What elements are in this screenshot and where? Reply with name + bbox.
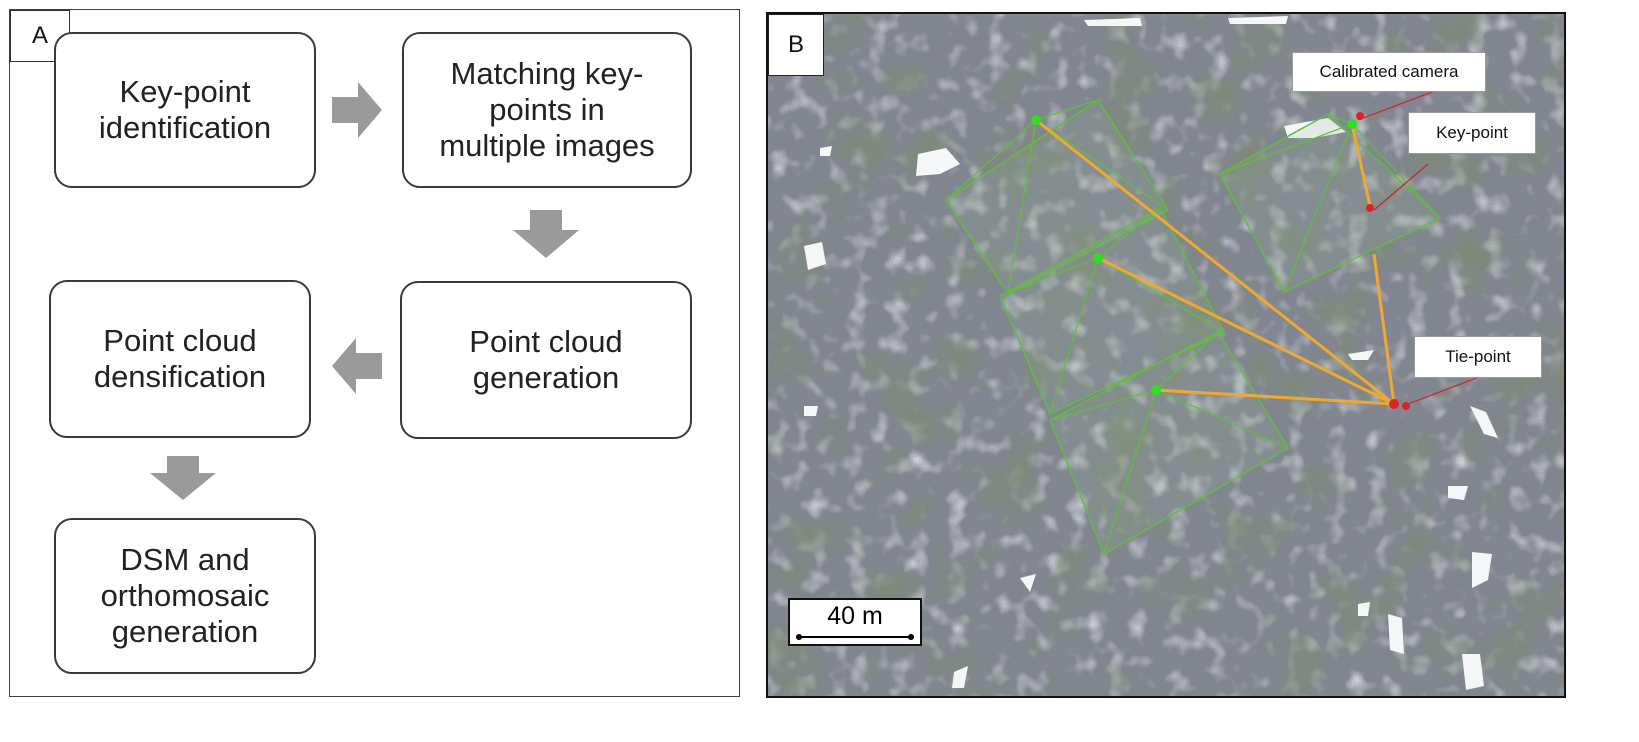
step-matching-key-points: Matching key- points in multiple images: [402, 32, 692, 188]
key-point-markers: [1356, 112, 1410, 410]
scale-bar-label: 40 m: [827, 602, 883, 630]
arrow-down-icon: [513, 210, 579, 258]
step-key-point-identification: Key-point identification: [54, 32, 316, 188]
panel-b-label: B: [768, 14, 824, 76]
step-dsm-orthomosaic-generation: DSM and orthomosaic generation: [54, 518, 316, 674]
panel-b-aerial-image: B Calibrated camera Key-point Tie-point …: [766, 12, 1566, 698]
step-point-cloud-generation: Point cloud generation: [400, 281, 692, 439]
step-point-cloud-densification: Point cloud densification: [49, 280, 311, 438]
arrow-down-icon: [150, 456, 216, 500]
scale-bar: 40 m: [788, 598, 922, 646]
scale-bar-line: [796, 634, 914, 640]
arrow-left-icon: [332, 338, 382, 394]
camera-points: [1031, 115, 1357, 395]
callout-key-point: Key-point: [1408, 112, 1536, 154]
image-footprints: [944, 98, 1442, 556]
camera-frustums: [945, 99, 1441, 555]
callout-calibrated-camera: Calibrated camera: [1292, 52, 1486, 92]
arrow-right-icon: [332, 82, 382, 138]
panel-a-workflow: A Key-point identification Matching key-…: [9, 9, 740, 697]
snow-patches: [804, 16, 1498, 690]
callout-tie-point: Tie-point: [1414, 336, 1542, 378]
tie-point-rays: [1035, 118, 1396, 406]
